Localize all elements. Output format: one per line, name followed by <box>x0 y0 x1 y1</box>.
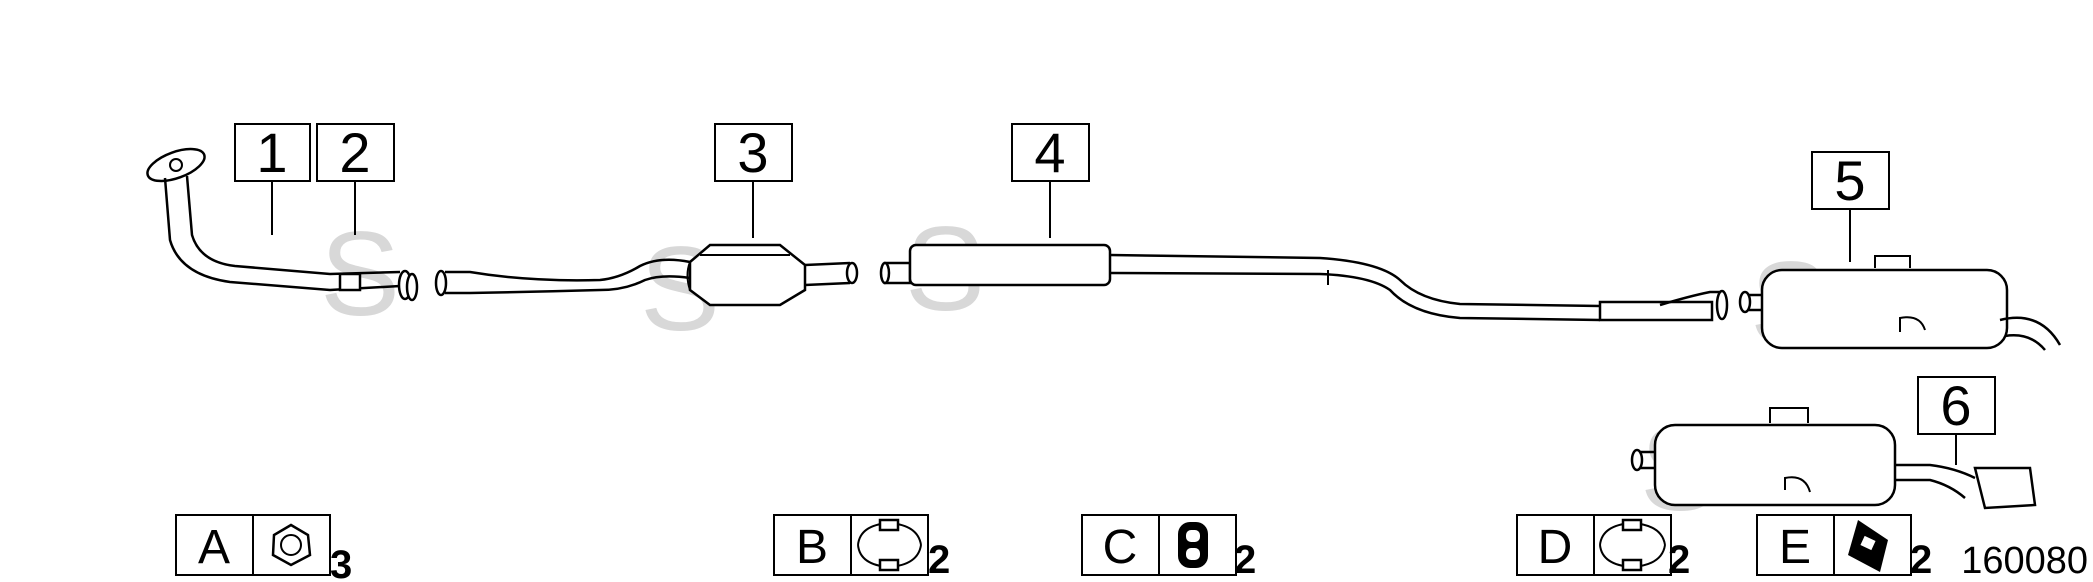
svg-text:2: 2 <box>928 538 950 582</box>
clamp-icon <box>1599 518 1666 572</box>
clamp-icon <box>857 518 922 572</box>
svg-text:C: C <box>1103 521 1138 574</box>
svg-text:6: 6 <box>1940 374 1971 437</box>
svg-text:3: 3 <box>330 543 352 582</box>
bracket-icon <box>1848 520 1888 572</box>
svg-text:5: 5 <box>1834 149 1865 212</box>
svg-text:2: 2 <box>1234 538 1256 582</box>
rear-silencer-drawing <box>1738 255 2062 351</box>
accessory-e: E 2 <box>1756 514 1932 582</box>
reference-number: 160080 <box>1961 540 2088 582</box>
part-label-3: 3 <box>714 121 793 238</box>
gasket-icon <box>271 523 312 567</box>
part-label-1: 1 <box>234 121 311 235</box>
svg-text:B: B <box>796 521 828 574</box>
svg-text:2: 2 <box>339 121 370 184</box>
rubber-mount-icon <box>1178 522 1208 568</box>
middle-silencer-drawing <box>879 243 1729 322</box>
svg-text:D: D <box>1538 521 1573 574</box>
alt-rear-silencer-drawing <box>1630 407 2037 510</box>
svg-text:E: E <box>1779 521 1811 574</box>
part-label-5: 5 <box>1811 149 1890 262</box>
front-pipe-drawing <box>146 147 419 302</box>
catalytic-converter-drawing <box>434 243 859 307</box>
svg-text:3: 3 <box>737 121 768 184</box>
svg-text:A: A <box>198 521 230 574</box>
part-label-2: 2 <box>316 121 395 235</box>
part-label-4: 4 <box>1011 121 1090 238</box>
svg-text:4: 4 <box>1034 121 1065 184</box>
accessory-d: D 2 <box>1516 514 1690 582</box>
svg-text:2: 2 <box>1910 538 1932 582</box>
accessory-c: C 2 <box>1081 514 1256 582</box>
accessory-a: A 3 <box>175 514 352 582</box>
accessory-b: B 2 <box>773 514 950 582</box>
svg-text:2: 2 <box>1668 538 1690 582</box>
svg-text:1: 1 <box>256 121 287 184</box>
part-label-6: 6 <box>1917 374 1996 465</box>
